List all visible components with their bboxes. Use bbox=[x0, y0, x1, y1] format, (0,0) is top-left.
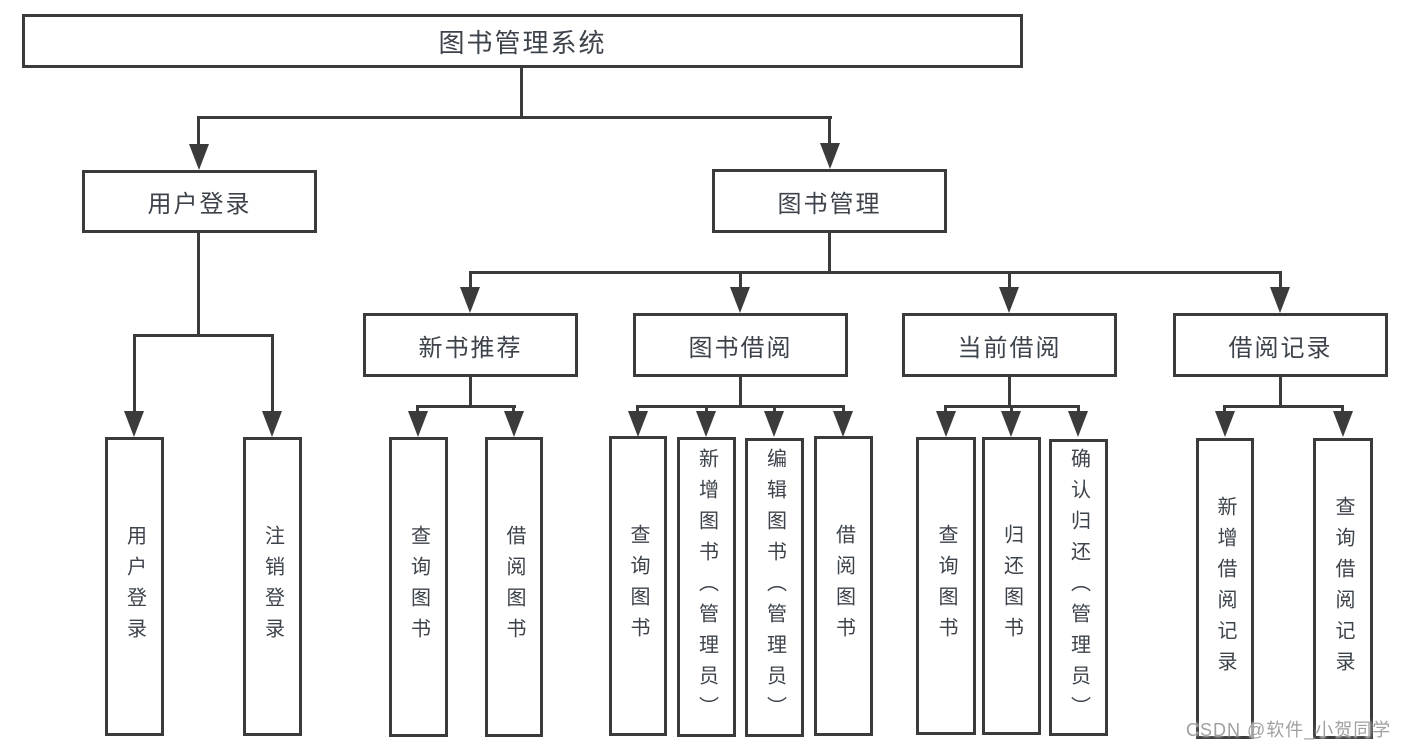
node-book-management: 图书管理 bbox=[712, 169, 947, 233]
leaf-borrow-books-2-label: 借阅图书 bbox=[832, 524, 855, 648]
connector-arrow bbox=[1333, 411, 1353, 437]
node-root: 图书管理系统 bbox=[22, 14, 1023, 68]
connector-line bbox=[520, 68, 523, 118]
leaf-confirm-return-admin-label: 确认归还（管理员） bbox=[1067, 448, 1090, 727]
leaf-query-books-3: 查询图书 bbox=[916, 437, 976, 735]
leaf-return-books: 归还图书 bbox=[982, 437, 1041, 735]
node-root-label: 图书管理系统 bbox=[438, 27, 607, 58]
leaf-add-books-admin-label: 新增图书（管理员） bbox=[695, 447, 718, 727]
node-current-borrow: 当前借阅 bbox=[902, 313, 1117, 377]
node-new-book-recommend-label: 新书推荐 bbox=[418, 334, 523, 362]
leaf-return-books-label: 归还图书 bbox=[1000, 524, 1023, 648]
leaf-query-books-3-label: 查询图书 bbox=[935, 524, 957, 648]
node-new-book-recommend: 新书推荐 bbox=[363, 313, 578, 377]
connector-line bbox=[133, 334, 274, 337]
leaf-query-books-1: 查询图书 bbox=[389, 437, 448, 737]
connector-arrow bbox=[999, 287, 1019, 313]
connector-arrow bbox=[628, 411, 648, 437]
connector-arrow bbox=[730, 287, 750, 313]
node-book-borrow-label: 图书借阅 bbox=[688, 334, 793, 362]
connector-arrow bbox=[124, 411, 144, 437]
node-borrow-records: 借阅记录 bbox=[1173, 313, 1388, 377]
connector-arrow bbox=[262, 411, 282, 437]
connector-arrow bbox=[696, 411, 716, 437]
connector-arrow bbox=[820, 143, 840, 169]
connector-line bbox=[271, 336, 274, 413]
connector-arrow bbox=[1068, 411, 1088, 437]
leaf-add-borrow-record-label: 新增借阅记录 bbox=[1214, 495, 1236, 682]
node-user-login: 用户登录 bbox=[82, 170, 317, 233]
leaf-borrow-books-2: 借阅图书 bbox=[814, 436, 873, 736]
leaf-logout-label: 注销登录 bbox=[261, 524, 284, 649]
connector-line bbox=[469, 273, 472, 289]
connector-arrow bbox=[1215, 411, 1235, 437]
connector-line bbox=[1008, 377, 1011, 407]
connector-line bbox=[1223, 405, 1344, 408]
connector-line bbox=[469, 271, 1282, 274]
leaf-edit-books-admin-label: 编辑图书（管理员） bbox=[763, 448, 786, 727]
connector-line bbox=[133, 336, 136, 413]
connector-arrow bbox=[460, 287, 480, 313]
leaf-query-books-2: 查询图书 bbox=[609, 436, 667, 736]
connector-arrow bbox=[833, 411, 853, 437]
node-current-borrow-label: 当前借阅 bbox=[957, 334, 1062, 362]
leaf-query-books-1-label: 查询图书 bbox=[407, 525, 430, 649]
connector-arrow bbox=[764, 411, 784, 437]
connector-arrow bbox=[189, 144, 209, 170]
connector-line bbox=[828, 233, 831, 274]
leaf-borrow-books-1-label: 借阅图书 bbox=[503, 525, 525, 649]
connector-arrow bbox=[1270, 287, 1290, 313]
connector-line bbox=[828, 118, 831, 147]
connector-line bbox=[197, 116, 832, 119]
connector-line bbox=[739, 377, 742, 407]
leaf-query-books-2-label: 查询图书 bbox=[627, 524, 649, 648]
connector-line bbox=[469, 377, 472, 407]
connector-line bbox=[636, 405, 845, 408]
node-user-login-label: 用户登录 bbox=[147, 191, 252, 218]
connector-line bbox=[944, 405, 1080, 408]
connector-line bbox=[1279, 273, 1282, 289]
leaf-logout: 注销登录 bbox=[243, 437, 302, 736]
leaf-user-login-label: 用户登录 bbox=[123, 524, 146, 649]
connector-arrow bbox=[1001, 411, 1021, 437]
leaf-user-login: 用户登录 bbox=[105, 437, 164, 736]
node-book-management-label: 图书管理 bbox=[777, 190, 882, 218]
connector-arrow bbox=[504, 411, 524, 437]
connector-line bbox=[739, 273, 742, 289]
leaf-confirm-return-admin: 确认归还（管理员） bbox=[1049, 439, 1108, 736]
connector-line bbox=[416, 405, 516, 408]
node-borrow-records-label: 借阅记录 bbox=[1228, 334, 1333, 362]
connector-arrow bbox=[936, 411, 956, 437]
csdn-watermark: CSDN @软件_小贺同学 bbox=[1186, 720, 1392, 740]
connector-line bbox=[1279, 377, 1282, 407]
leaf-add-books-admin: 新增图书（管理员） bbox=[677, 437, 736, 737]
connector-line bbox=[197, 233, 200, 336]
leaf-borrow-books-1: 借阅图书 bbox=[485, 437, 543, 737]
connector-line bbox=[197, 118, 200, 148]
leaf-edit-books-admin: 编辑图书（管理员） bbox=[745, 438, 804, 737]
leaf-add-borrow-record: 新增借阅记录 bbox=[1196, 438, 1254, 739]
connector-line bbox=[1008, 273, 1011, 289]
leaf-query-borrow-record: 查询借阅记录 bbox=[1313, 438, 1373, 739]
leaf-query-borrow-record-label: 查询借阅记录 bbox=[1332, 495, 1354, 682]
connector-arrow bbox=[408, 411, 428, 437]
node-book-borrow: 图书借阅 bbox=[633, 313, 848, 377]
